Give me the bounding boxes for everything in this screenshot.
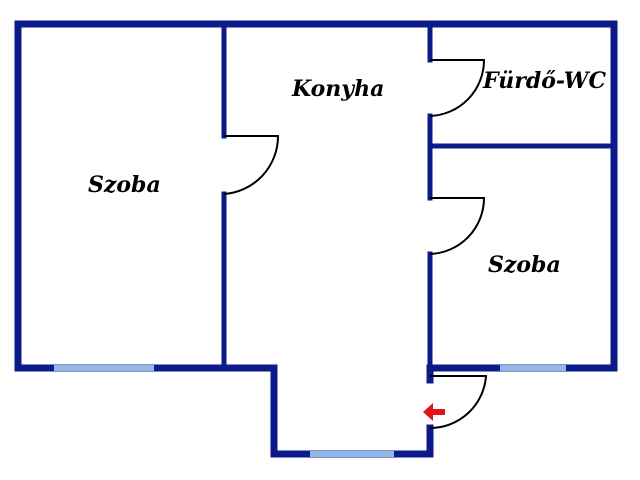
door-right-room bbox=[429, 197, 486, 255]
room-label-bathroom: Fürdő-WC bbox=[482, 68, 607, 94]
arrow-left-icon bbox=[423, 403, 445, 421]
door-left-room bbox=[223, 135, 280, 195]
door-bathroom bbox=[429, 59, 486, 117]
room-label-left: Szoba bbox=[88, 172, 161, 198]
interior-walls bbox=[221, 21, 617, 371]
door-entrance bbox=[429, 375, 488, 430]
room-label-right: Szoba bbox=[488, 252, 561, 278]
windows bbox=[54, 365, 566, 457]
room-label-kitchen: Konyha bbox=[291, 76, 384, 102]
doors bbox=[223, 59, 488, 430]
